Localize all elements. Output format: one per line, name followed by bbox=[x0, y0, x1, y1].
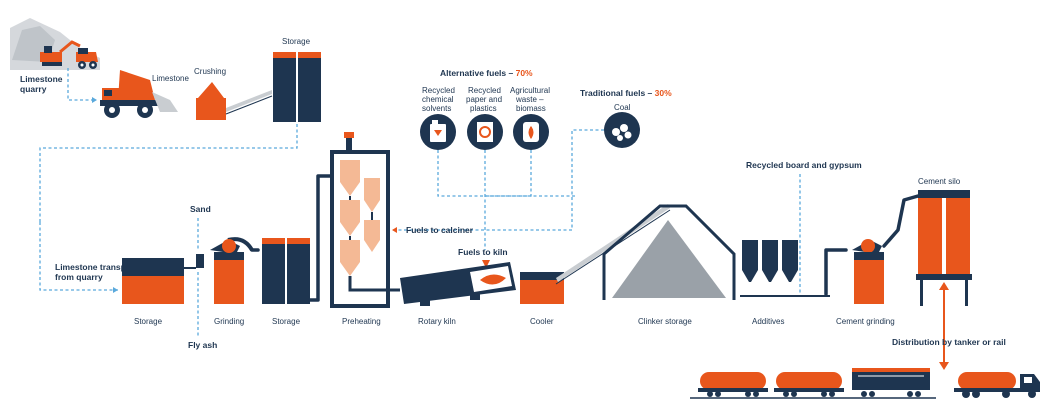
label-crushing: Crushing bbox=[194, 67, 226, 76]
label-cement-grinding: Cement grinding bbox=[836, 317, 895, 326]
label-storage2: Storage bbox=[272, 317, 301, 326]
label-fly-ash: Fly ash bbox=[188, 340, 217, 350]
flow-agri bbox=[485, 150, 532, 197]
preheater-tower bbox=[330, 132, 400, 308]
label-coal: Coal bbox=[614, 103, 631, 112]
pipe-mill-silo bbox=[882, 194, 920, 248]
pipe-storage2-preheater bbox=[308, 174, 332, 302]
cooler bbox=[520, 272, 564, 304]
rotary-kiln bbox=[400, 262, 516, 306]
label-preheating: Preheating bbox=[342, 317, 381, 326]
label-alt-fuels: Alternative fuels – 70% bbox=[440, 68, 533, 78]
recycle-bin-icon bbox=[467, 114, 503, 150]
label-cooler: Cooler bbox=[530, 317, 554, 326]
label-grinding: Grinding bbox=[214, 317, 244, 326]
clinker-storage bbox=[602, 204, 736, 300]
label-fuels-calciner: Fuels to calciner bbox=[406, 225, 474, 235]
pipe-additives-mill bbox=[824, 248, 848, 296]
label-clinker-storage: Clinker storage bbox=[638, 317, 692, 326]
label-limestone: Limestone bbox=[152, 74, 189, 83]
dump-truck-icon bbox=[100, 70, 178, 118]
label-rotary-kiln: Rotary kiln bbox=[418, 317, 456, 326]
label-trad-fuels: Traditional fuels – 30% bbox=[580, 88, 672, 98]
conveyor-1 bbox=[225, 90, 273, 115]
cement-silo bbox=[916, 190, 972, 306]
flow-quarry-to-truck bbox=[67, 68, 92, 101]
storage1-bin bbox=[122, 258, 184, 304]
storage2-silo bbox=[262, 238, 310, 304]
coal-icon bbox=[604, 112, 640, 148]
biomass-barrel-icon bbox=[513, 114, 549, 150]
haul-truck-icon bbox=[76, 48, 98, 69]
label-sand: Sand bbox=[190, 204, 211, 214]
cement-grinding-mill bbox=[852, 239, 884, 304]
label-storage1: Storage bbox=[134, 317, 163, 326]
flow-storage-down bbox=[39, 124, 298, 222]
excavator-icon bbox=[40, 40, 81, 66]
label-cement-silo: Cement silo bbox=[918, 177, 961, 186]
label-distribution: Distribution by tanker or rail bbox=[892, 337, 1006, 347]
distribution-arrow bbox=[939, 282, 949, 370]
label-fuels-kiln: Fuels to kiln bbox=[458, 247, 508, 257]
jerrycan-icon bbox=[420, 114, 456, 150]
grinding-mill bbox=[196, 237, 254, 304]
flow-coal-calciner bbox=[392, 129, 604, 231]
train-icon bbox=[690, 368, 936, 399]
label-additives: Additives bbox=[752, 317, 784, 326]
label-recycled-board: Recycled board and gypsum bbox=[746, 160, 862, 170]
storage-top-silo bbox=[273, 52, 321, 122]
flow-to-storage1 bbox=[39, 222, 118, 291]
additives-hoppers bbox=[740, 240, 830, 297]
label-storage-top: Storage bbox=[282, 37, 311, 46]
crusher bbox=[196, 82, 226, 120]
tanker-truck-icon bbox=[954, 372, 1040, 398]
arrow-fuels-kiln bbox=[482, 260, 490, 268]
flow-chem bbox=[437, 150, 485, 197]
